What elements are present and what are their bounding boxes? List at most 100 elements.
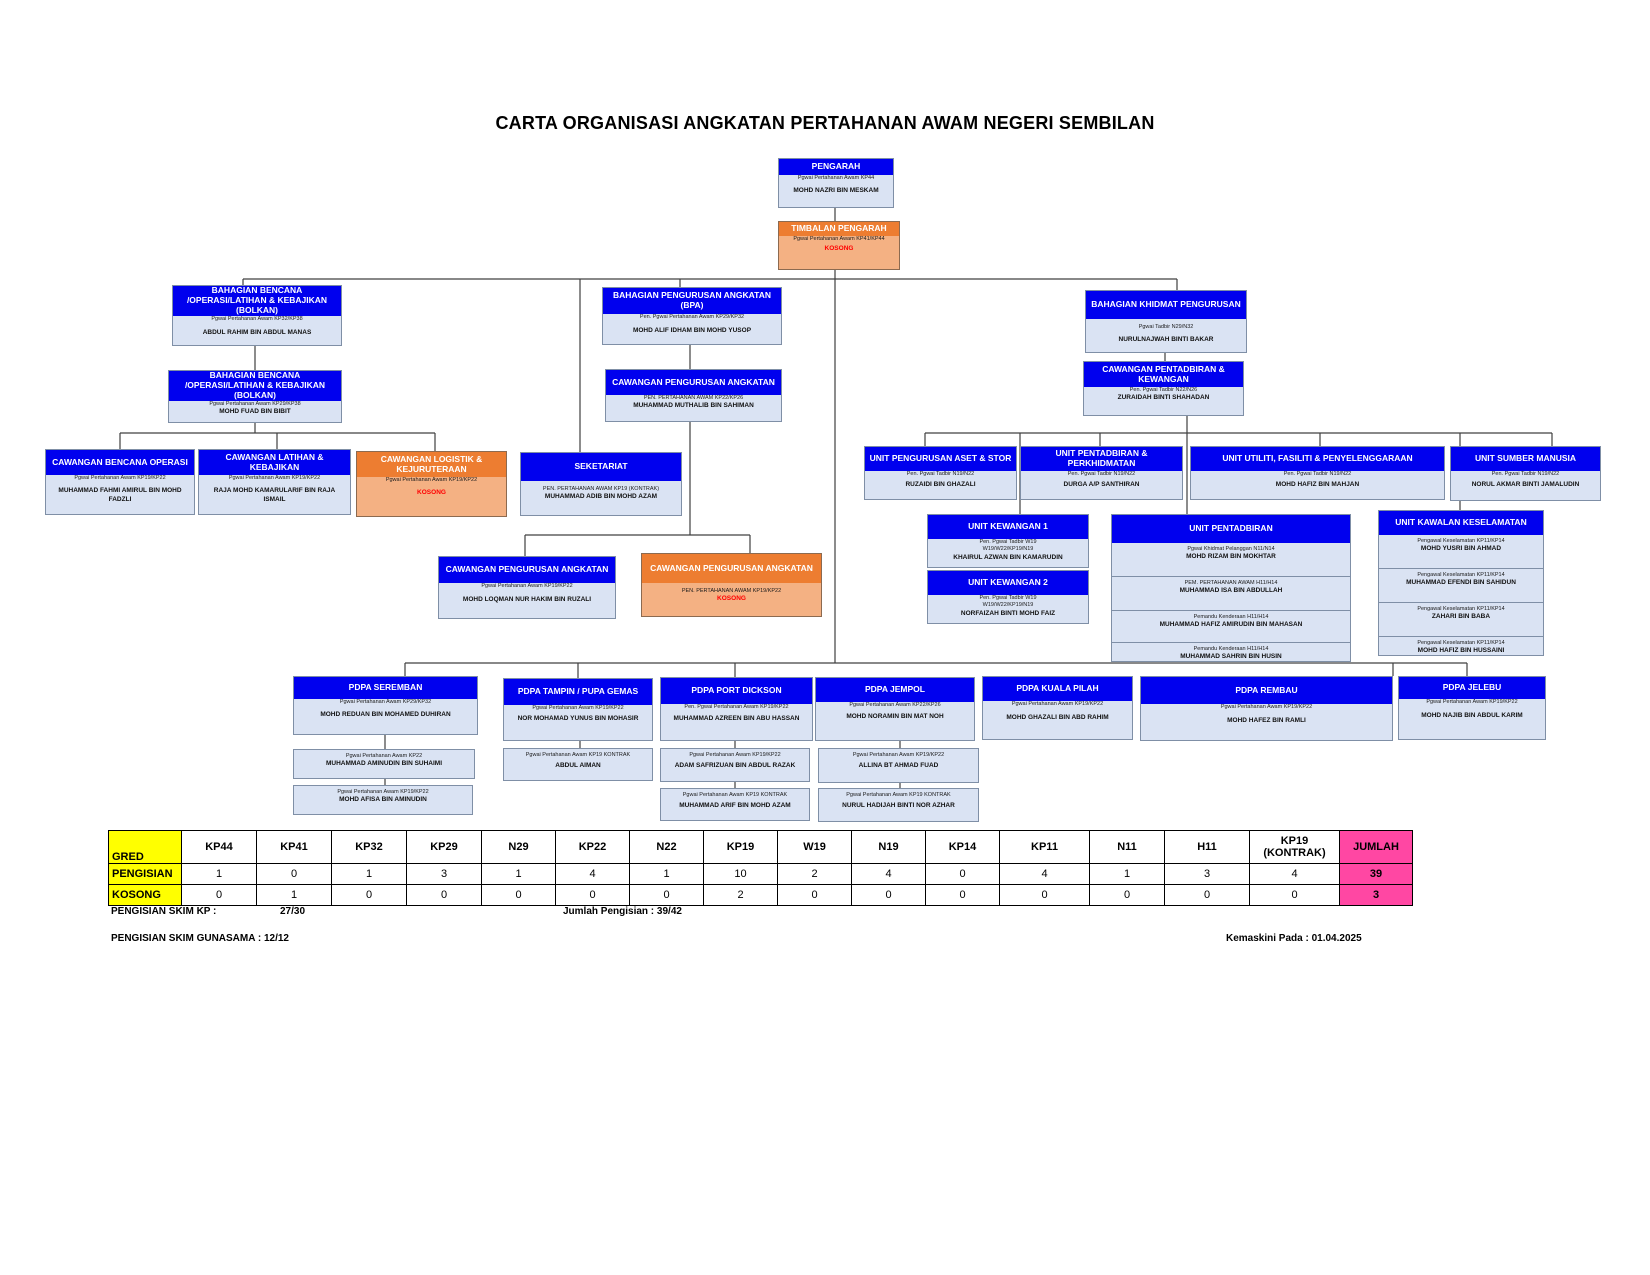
node-person: MOHD GHAZALI BIN ABD RAHIM <box>1006 714 1109 722</box>
table-cell: 0 <box>999 884 1090 906</box>
node-person: ABDUL RAHIM BIN ABDUL MANAS <box>202 329 312 337</box>
node-head: UNIT PENGURUSAN ASET & STOR <box>865 447 1016 471</box>
node-person: MOHD RIZAM BIN MOKHTAR <box>1186 553 1276 561</box>
node-pdpa-port-dickson: PDPA PORT DICKSON Pen. Pgwai Pertahanan … <box>660 677 813 741</box>
node-person: MOHD NAZRI BIN MESKAM <box>793 187 879 195</box>
node-role: Pen. Pgwai Pertahanan Awam KP29/KP32 <box>639 314 745 320</box>
node-pdpa-tampin-staff-1: Pgwai Pertahanan Awam KP19 KONTRAK ABDUL… <box>503 748 653 781</box>
node-pdpa-seremban-staff-2: Pgwai Pertahanan Awam KP19/KP22 MOHD AFI… <box>293 785 473 815</box>
node-seketariat: SEKETARIAT PEN. PERTAHANAN AWAM KP19 (KO… <box>520 452 682 516</box>
staff-block: Pemandu Kenderaan H11/H14 MUHAMMAD HAFIZ… <box>1112 614 1350 643</box>
staff-block: Pemandu Kenderaan H11/H14 MUHAMMAD SAHRI… <box>1112 646 1350 661</box>
node-head: CAWANGAN LOGISTIK & KEJURUTERAAN <box>357 452 506 477</box>
node-unit-kewangan-2: UNIT KEWANGAN 2 Pen. Pgwai Tadbir W19 W1… <box>927 570 1089 624</box>
node-person: MOHD HAFEZ BIN RAMLI <box>1227 717 1306 725</box>
node-head: CAWANGAN LATIHAN & KEBAJIKAN <box>199 450 350 475</box>
grade-header: KP32 <box>331 830 407 864</box>
node-role: Pgwai Pertahanan Awam KP29/KP32 <box>339 699 432 705</box>
node-person: RAJA MOHD KAMARULARIF BIN RAJA ISMAIL <box>213 487 336 503</box>
skim-gunasama: PENGISIAN SKIM GUNASAMA : 12/12 <box>111 933 289 944</box>
node-head: CAWANGAN PENTADBIRAN & KEWANGAN <box>1084 362 1243 387</box>
staff-block: Pengawal Keselamatan KP11/KP14 ZAHARI BI… <box>1379 606 1543 637</box>
table-cell: 1 <box>629 863 704 885</box>
table-cell: 1 <box>181 863 257 885</box>
node-person: ABDUL AIMAN <box>555 762 601 770</box>
node-role: Pgwai Pertahanan Awam KP19/KP22 <box>532 705 624 711</box>
node-person: MOHD LOQMAN NUR HAKIM BIN RUZALI <box>462 596 592 604</box>
node-head: BAHAGIAN BENCANA /OPERASI/LATIHAN & KEBA… <box>169 371 341 401</box>
pengisian-row: PENGISIAN 1 0 1 3 1 4 1 10 2 4 0 4 1 3 4… <box>108 863 1413 885</box>
grade-header: KP14 <box>925 830 1000 864</box>
node-head: UNIT KEWANGAN 1 <box>928 515 1088 539</box>
grade-header: KP41 <box>256 830 332 864</box>
table-cell: 4 <box>999 863 1090 885</box>
node-pdpa-seremban-staff-1: Pgwai Pertahanan Awam KP22 MUHAMMAD AMIN… <box>293 749 475 779</box>
node-timbalan-pengarah: TIMBALAN PENGARAH Pgwai Pertahanan Awam … <box>778 221 900 270</box>
node-person: MOHD HAFIZ BIN HUSSAINI <box>1417 647 1505 655</box>
grade-header: KP11 <box>999 830 1090 864</box>
node-role: Pen. Pgwai Tadbir W19 <box>979 595 1037 601</box>
grade-header: H11 <box>1164 830 1250 864</box>
node-pdpa-seremban: PDPA SEREMBAN Pgwai Pertahanan Awam KP29… <box>293 676 478 735</box>
node-head: CAWANGAN BENCANA OPERASI <box>46 450 194 475</box>
node-person: MUHAMMAD FAHMI AMIRUL BIN MOHD FADZLI <box>58 487 182 503</box>
node-pdpa-kuala-pilah: PDPA KUALA PILAH Pgwai Pertahanan Awam K… <box>982 676 1133 740</box>
node-head: UNIT PENTADBIRAN <box>1112 515 1350 543</box>
node-role: Pgwai Pertahanan Awam KP19/KP22 <box>689 752 781 758</box>
node-person-vacant: KOSONG <box>717 595 746 603</box>
table-cell: 4 <box>555 863 630 885</box>
grade-header: KP19 (KONTRAK) <box>1249 830 1340 864</box>
kosong-row: KOSONG 0 1 0 0 0 0 0 2 0 0 0 0 0 0 0 3 <box>108 884 1413 906</box>
node-role: Pengawal Keselamatan KP11/KP14 <box>1417 640 1505 646</box>
jumlah-cell: 39 <box>1339 863 1413 885</box>
staff-block: Pgwai Khidmat Pelanggan N11/N14 MOHD RIZ… <box>1112 546 1350 577</box>
node-role: Pen. Pgwai Tadbir N19/N22 <box>906 471 975 477</box>
node-head: PDPA KUALA PILAH <box>983 677 1132 701</box>
grade-header: N29 <box>481 830 556 864</box>
node-head: CAWANGAN PENGURUSAN ANGKATAN <box>606 370 781 395</box>
table-cell: 4 <box>851 863 926 885</box>
table-cell: 0 <box>331 884 407 906</box>
node-unit-sumber-manusia: UNIT SUMBER MANUSIA Pen. Pgwai Tadbir N1… <box>1450 446 1601 501</box>
node-person: MOHD HAFIZ BIN MAHJAN <box>1275 481 1360 489</box>
table-cell: 3 <box>1164 863 1250 885</box>
node-head: CAWANGAN PENGURUSAN ANGKATAN <box>439 557 615 583</box>
kosong-label: KOSONG <box>108 884 182 906</box>
node-pdpa-tampin: PDPA TAMPIN / PUPA GEMAS Pgwai Pertahana… <box>503 678 653 741</box>
skim-kp-label: PENGISIAN SKIM KP : <box>111 906 217 917</box>
node-role: Pgwai Pertahanan Awam KP29/KP38 <box>209 401 301 407</box>
node-role: Pengawal Keselamatan KP11/KP14 <box>1417 538 1505 544</box>
node-person-vacant: KOSONG <box>417 489 446 497</box>
chart-title: CARTA ORGANISASI ANGKATAN PERTAHANAN AWA… <box>495 113 1155 133</box>
node-person: ADAM SAFRIZUAN BIN ABDUL RAZAK <box>674 762 796 770</box>
node-person: RUZAIDI BIN GHAZALI <box>905 481 976 489</box>
node-unit-kawalan-keselamatan: UNIT KAWALAN KESELAMATAN Pengawal Kesela… <box>1378 510 1544 656</box>
node-person: DURGA A/P SANTHIRAN <box>1063 481 1140 489</box>
node-pdpa-jempol: PDPA JEMPOL Pgwai Pertahanan Awam KP22/K… <box>815 677 975 741</box>
staff-block: Pengawal Keselamatan KP11/KP14 MOHD YUSR… <box>1379 538 1543 569</box>
node-role: Pemandu Kenderaan H11/H14 <box>1193 614 1269 620</box>
node-unit-pentadbiran: UNIT PENTADBIRAN Pgwai Khidmat Pelanggan… <box>1111 514 1351 662</box>
node-role: Pgwai Pertahanan Awam KP32/KP38 <box>211 316 303 322</box>
table-cell: 0 <box>1249 884 1340 906</box>
table-cell: 0 <box>406 884 482 906</box>
node-bolkan-2: BAHAGIAN BENCANA /OPERASI/LATIHAN & KEBA… <box>168 370 342 423</box>
node-role: Pgwai Pertahanan Awam KP19 KONTRAK <box>682 792 788 798</box>
grade-header: KP19 <box>703 830 778 864</box>
node-role: Pgwai Pertahanan Awam KP19/KP22 <box>1220 704 1313 710</box>
node-role: Pgwai Tadbir N29/N32 <box>1138 324 1194 330</box>
node-role: Pengawal Keselamatan KP11/KP14 <box>1417 606 1505 612</box>
node-role: Pgwai Pertahanan Awam KP19/KP22 <box>1426 699 1518 705</box>
node-role: Pgwai Pertahanan Awam KP19 KONTRAK <box>846 792 951 798</box>
table-cell: 0 <box>1164 884 1250 906</box>
node-person: MOHD REDUAN BIN MOHAMED DUHIRAN <box>320 711 451 719</box>
node-unit-utiliti-fasiliti: UNIT UTILITI, FASILITI & PENYELENGGARAAN… <box>1190 446 1445 500</box>
node-person: MUHAMMAD ARIF BIN MOHD AZAM <box>679 802 791 810</box>
table-cell: 1 <box>256 884 332 906</box>
node-person: MUHAMMAD ISA BIN ABDULLAH <box>1179 587 1283 595</box>
node-role: PEN. PERTAHANAN AWAM KP19/KP22 <box>681 588 782 594</box>
table-cell: 0 <box>629 884 704 906</box>
table-cell: 0 <box>256 863 332 885</box>
grade-header-row: GRED KP44 KP41 KP32 KP29 N29 KP22 N22 KP… <box>108 830 1413 864</box>
jumlah-cell: 3 <box>1339 884 1413 906</box>
